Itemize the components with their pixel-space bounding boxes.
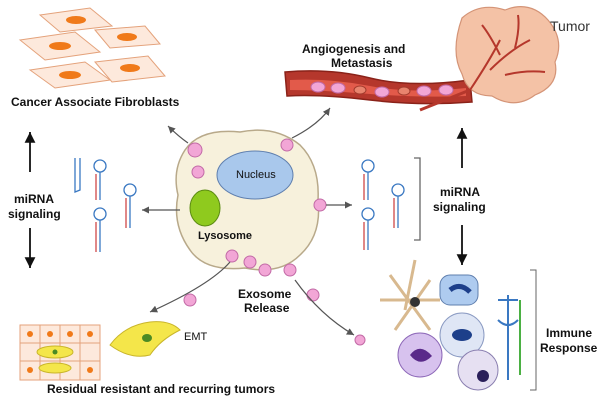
immune-label: Immune [546,326,593,340]
signaling-right-label: signaling [433,200,486,214]
mirna-right-label: miRNA [440,185,481,199]
response-label: Response [540,341,598,355]
angiogenesis-label: Angiogenesis and [302,42,406,56]
residual-tissue [19,324,101,381]
mirna-right-hairpins [361,157,421,250]
cell-arrows [142,107,355,336]
exosome-label: Exosome [238,287,292,301]
release-label: Release [244,301,290,315]
exosomes [183,138,366,346]
nucleus-label: Nucleus [236,169,276,181]
mirna-left-hairpins [74,158,137,252]
mirna-left-label: miRNA [14,192,55,206]
emt-label: EMT [184,331,208,343]
cancer-fibroblasts-label: Cancer Associate Fibroblasts [11,95,180,109]
fibroblasts-illustration [18,7,166,89]
tumor-label: Tumor [550,18,590,34]
lysosome [189,189,221,227]
signaling-arrows [24,128,468,268]
metastasis-label: Metastasis [331,56,393,70]
immune-cells [380,259,537,391]
emt-cell [109,321,181,357]
tumor-illustration [419,6,560,112]
nucleus [216,150,294,200]
lysosome-label: Lysosome [198,230,253,242]
residual-tumors-label: Residual resistant and recurring tumors [47,382,276,396]
cancer-cell [175,129,320,271]
signaling-left-label: signaling [8,207,61,221]
blood-vessel-illustration [284,70,473,105]
